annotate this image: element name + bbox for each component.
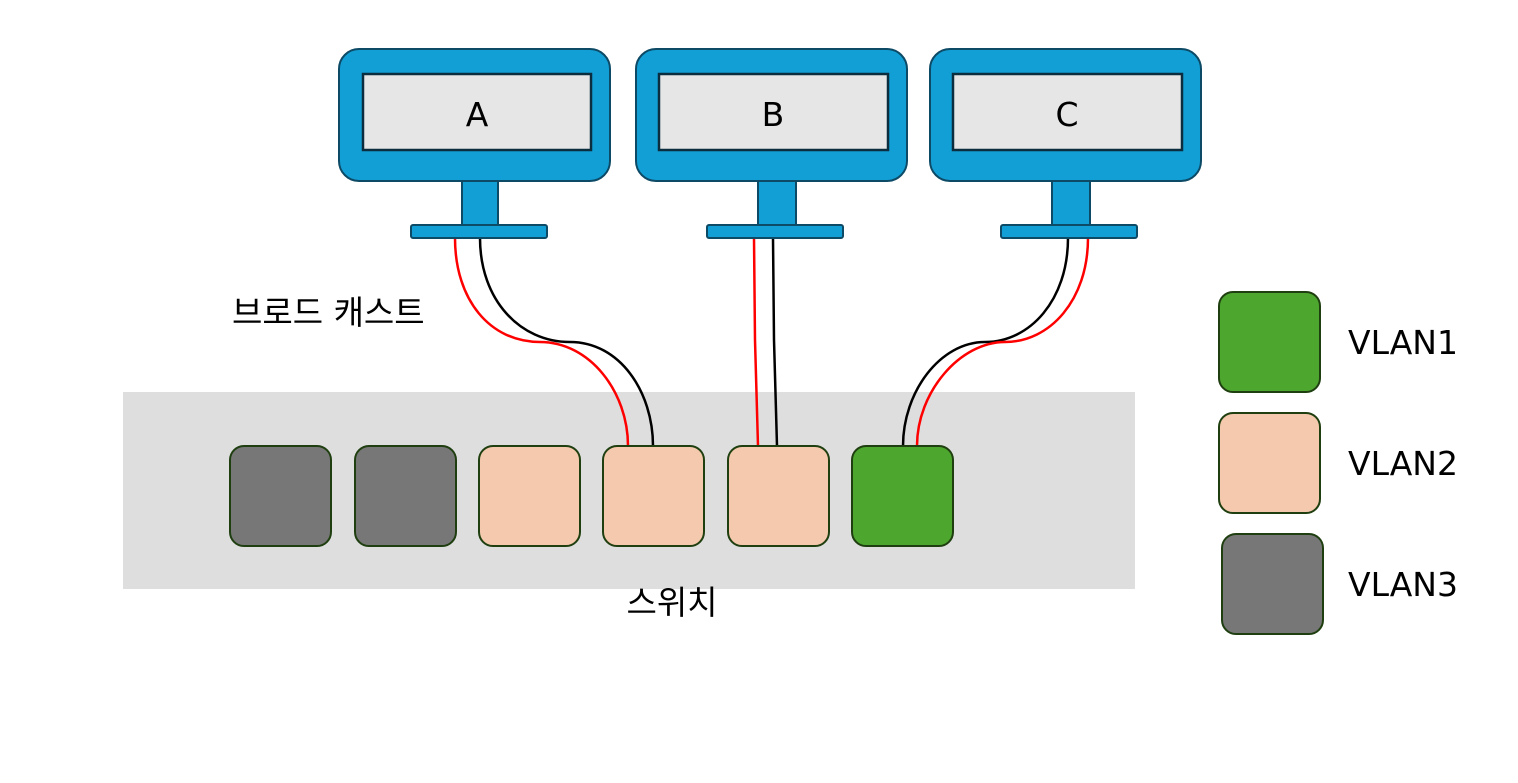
monitor-c-screen [951, 72, 1184, 152]
monitor-c-base [1000, 224, 1138, 239]
switch-port-6 [851, 445, 954, 547]
computer-a: A [338, 48, 611, 239]
cable-a-broadcast [453, 237, 630, 447]
cables [453, 237, 1090, 447]
computer-a-label: A [466, 95, 489, 134]
legend: VLAN1 VLAN2 VLAN3 [1218, 291, 1458, 635]
monitor-a-screen [361, 72, 593, 152]
broadcast-label: 브로드 캐스트 [232, 293, 425, 332]
monitor-b-base [706, 224, 844, 239]
monitor-a-base [410, 224, 548, 239]
cable-b [771, 237, 779, 447]
monitor-b-screen [657, 72, 890, 152]
legend-swatch-vlan1 [1218, 291, 1321, 393]
monitor-c-neck [1051, 180, 1091, 226]
legend-label-vlan3: VLAN3 [1348, 565, 1458, 604]
legend-label-vlan2: VLAN2 [1348, 444, 1458, 483]
monitor-a-neck [461, 180, 499, 226]
computer-c-label: C [1055, 95, 1078, 134]
switch-port-3 [478, 445, 581, 547]
switch-label: 스위치 [626, 583, 717, 622]
switch-port-4 [602, 445, 705, 547]
cable-c [901, 237, 1070, 447]
computer-c: C [929, 48, 1202, 239]
legend-swatch-vlan2 [1218, 412, 1321, 514]
computer-b-label: B [762, 95, 785, 134]
legend-swatch-vlan3 [1221, 533, 1324, 635]
cable-a [478, 237, 655, 447]
switch-port-1 [229, 445, 332, 547]
legend-label-vlan1: VLAN1 [1348, 323, 1458, 362]
computer-b: B [635, 48, 908, 239]
monitor-b-neck [757, 180, 797, 226]
cable-c-broadcast [915, 237, 1090, 447]
switch-port-2 [354, 445, 457, 547]
switch-ports [229, 445, 954, 547]
switch-port-5 [727, 445, 830, 547]
cable-b-broadcast [752, 237, 760, 447]
